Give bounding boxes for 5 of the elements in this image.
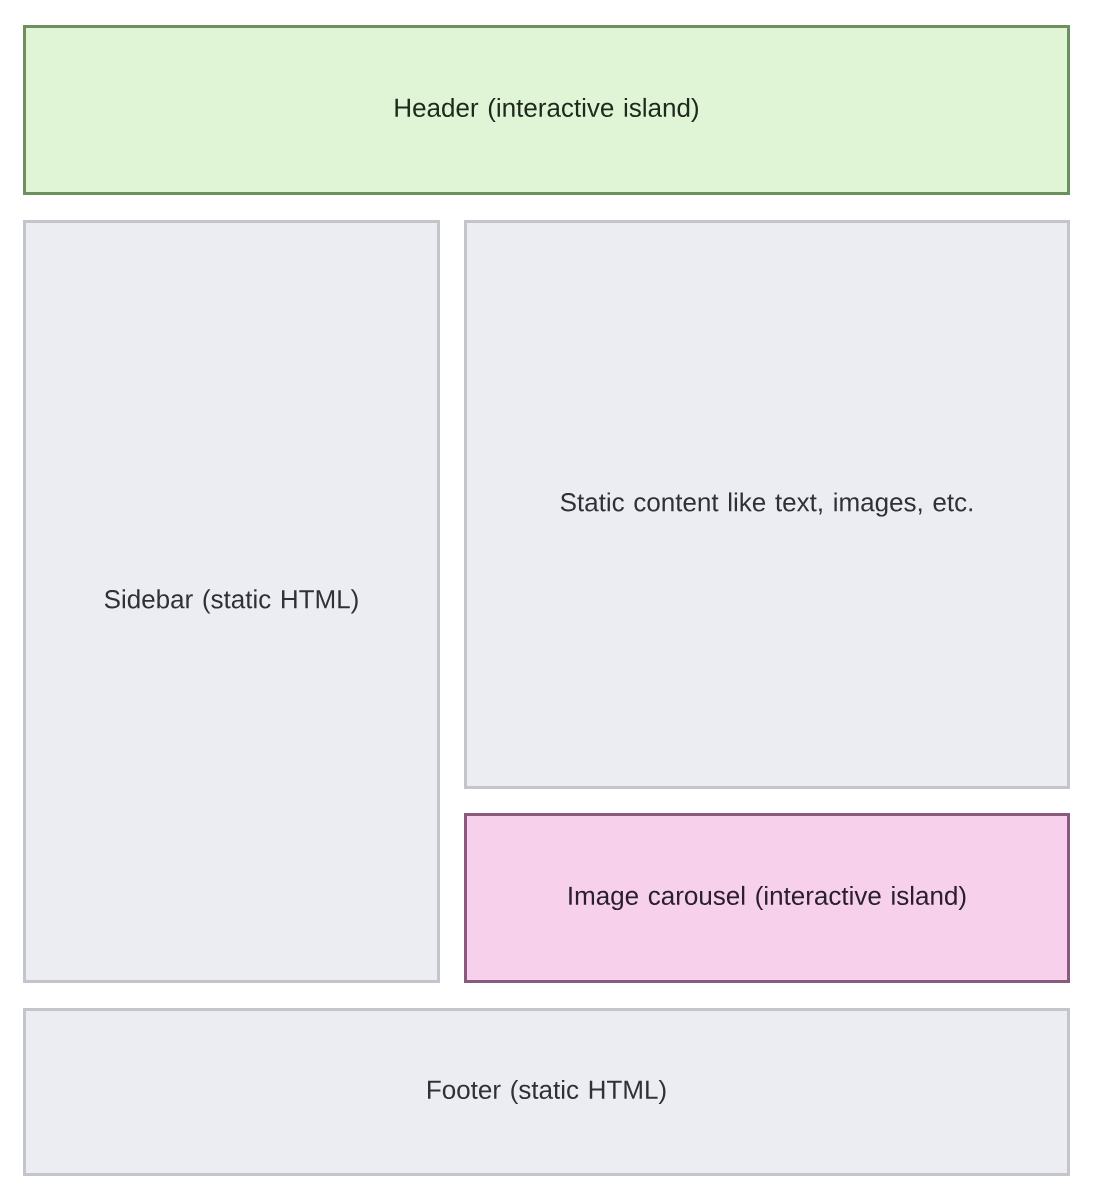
region-box: Footer (static HTML) (23, 1008, 1070, 1176)
region-box: Sidebar (static HTML) (23, 220, 440, 983)
region-box: Image carousel (interactive island) (464, 813, 1070, 983)
region-box: Header (interactive island) (23, 25, 1070, 195)
region-box: Static content like text, images, etc. (464, 220, 1070, 789)
